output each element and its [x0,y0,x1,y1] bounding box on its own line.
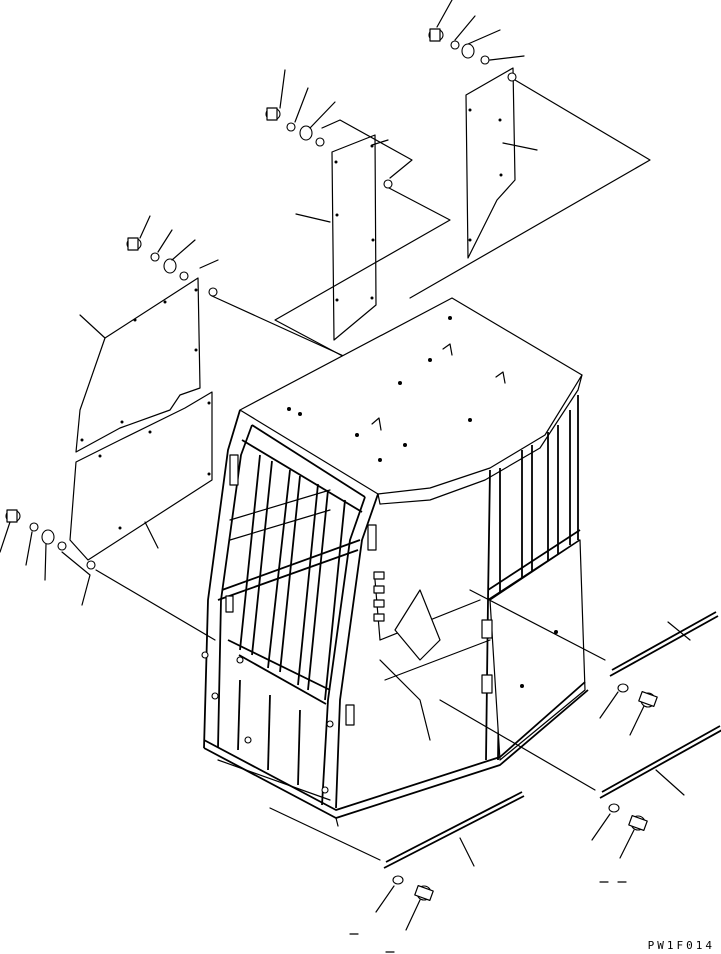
cab-roof [239,297,583,505]
rear-side-panel [409,55,651,299]
left-lower-fasteners [0,509,91,606]
upper-right-strap [469,589,719,736]
left-upper-panel [75,259,371,453]
center-panel-fasteners [265,69,336,147]
rear-panel-fasteners [428,0,501,65]
drawing-code: PW1F014 [647,939,715,952]
lower-front-strap [269,791,525,953]
cab-frame [201,395,589,827]
left-upper-fasteners [126,215,196,281]
center-upper-panel [274,119,451,361]
middle-right-strap [439,699,721,883]
left-lower-panel [69,391,216,641]
